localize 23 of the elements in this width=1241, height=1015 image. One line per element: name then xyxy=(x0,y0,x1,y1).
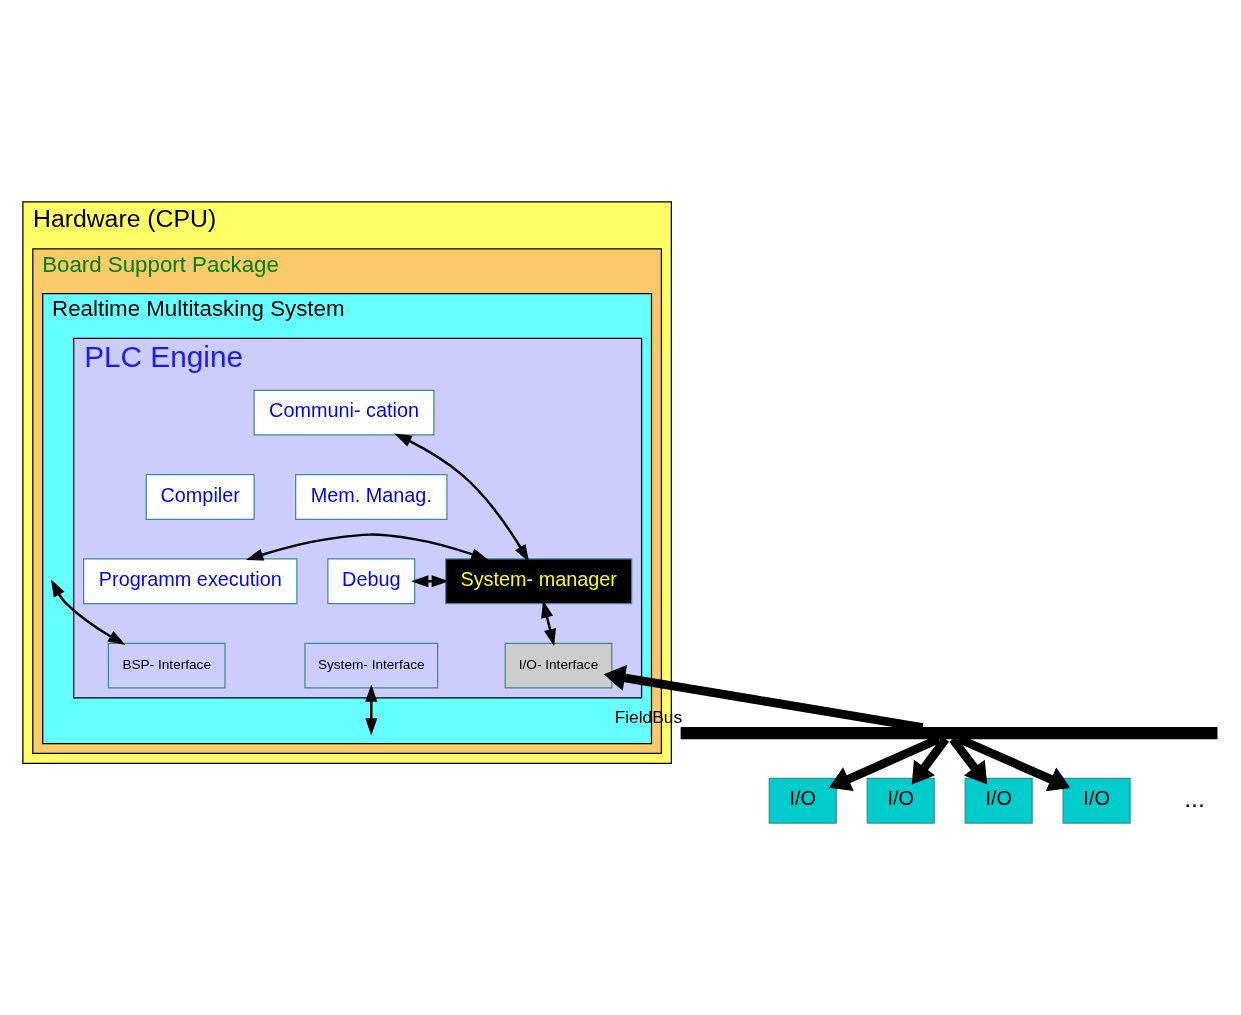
node-bar xyxy=(680,726,1218,740)
node-box: I/O xyxy=(964,777,1033,824)
node-box: I/O xyxy=(1062,777,1131,824)
node-box: Compiler xyxy=(145,474,255,520)
arrow xyxy=(911,736,950,785)
arrow xyxy=(949,736,988,785)
arrow xyxy=(394,433,530,562)
arrow xyxy=(541,600,556,647)
arrow xyxy=(411,575,449,588)
label: ... xyxy=(1184,784,1205,812)
node-box: I/O xyxy=(768,777,837,824)
node-box: Programm execution xyxy=(83,558,298,605)
node-box: Mem. Manag. xyxy=(295,474,448,520)
node-box: System- manager xyxy=(445,558,633,605)
arrow xyxy=(245,533,489,561)
arrow xyxy=(50,579,126,645)
node-box: I/O- Interface xyxy=(504,642,613,689)
node-box: I/O xyxy=(866,777,935,824)
arrow xyxy=(365,684,378,736)
node-box: Communi- cation xyxy=(253,389,435,436)
node-box: BSP- Interface xyxy=(107,642,226,689)
node-box: Debug xyxy=(327,558,416,605)
node-box: System- Interface xyxy=(304,642,439,689)
